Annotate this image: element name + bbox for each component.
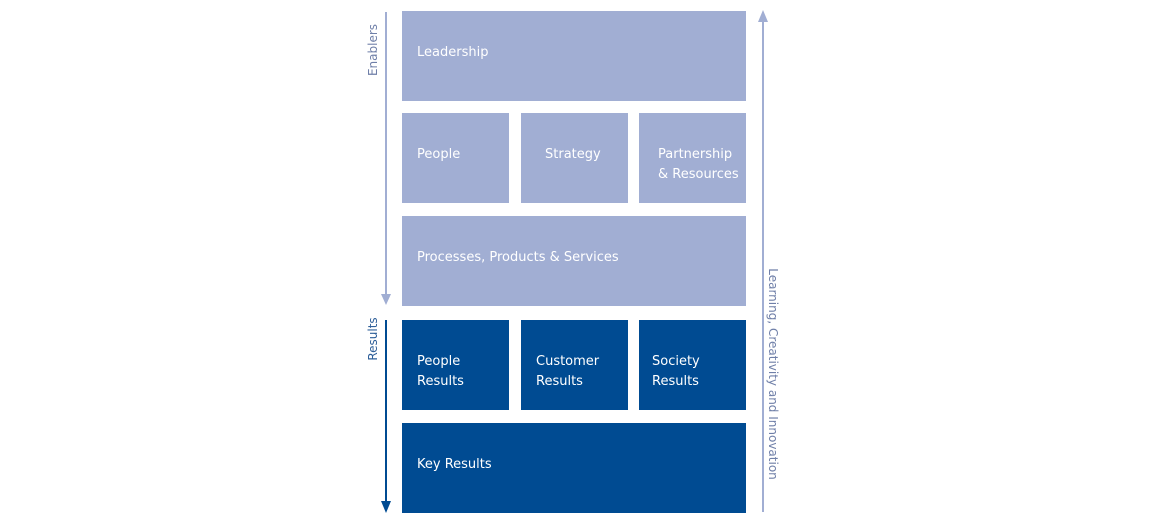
processes-box: Processes, Products & Services [402,216,746,306]
partnership-box: Partnership & Resources [639,113,746,203]
learning-label: Learning, Creativity and Innovation [766,268,780,480]
key-results-label: Key Results [417,457,492,472]
customer-results-box: Customer Results [521,320,628,410]
leadership-box: Leadership [402,11,746,101]
enablers-arrow [381,12,391,305]
society-results-box: Society Results [639,320,746,410]
strategy-box: Strategy [521,113,628,203]
leadership-label: Leadership [417,45,489,60]
enablers-label: Enablers [366,23,380,77]
people-results-box: People Results [402,320,509,410]
partnership-label: Partnership & Resources [658,147,739,182]
processes-label: Processes, Products & Services [417,250,619,265]
society-results-label: Society Results [652,354,700,389]
people-label: People [417,147,461,162]
results-label: Results [366,317,380,361]
people-results-label: People Results [417,354,464,389]
results-arrow [381,320,391,513]
people-box: People [402,113,509,203]
customer-results-label: Customer Results [536,354,600,389]
strategy-label: Strategy [545,147,601,162]
key-results-box: Key Results [402,423,746,513]
